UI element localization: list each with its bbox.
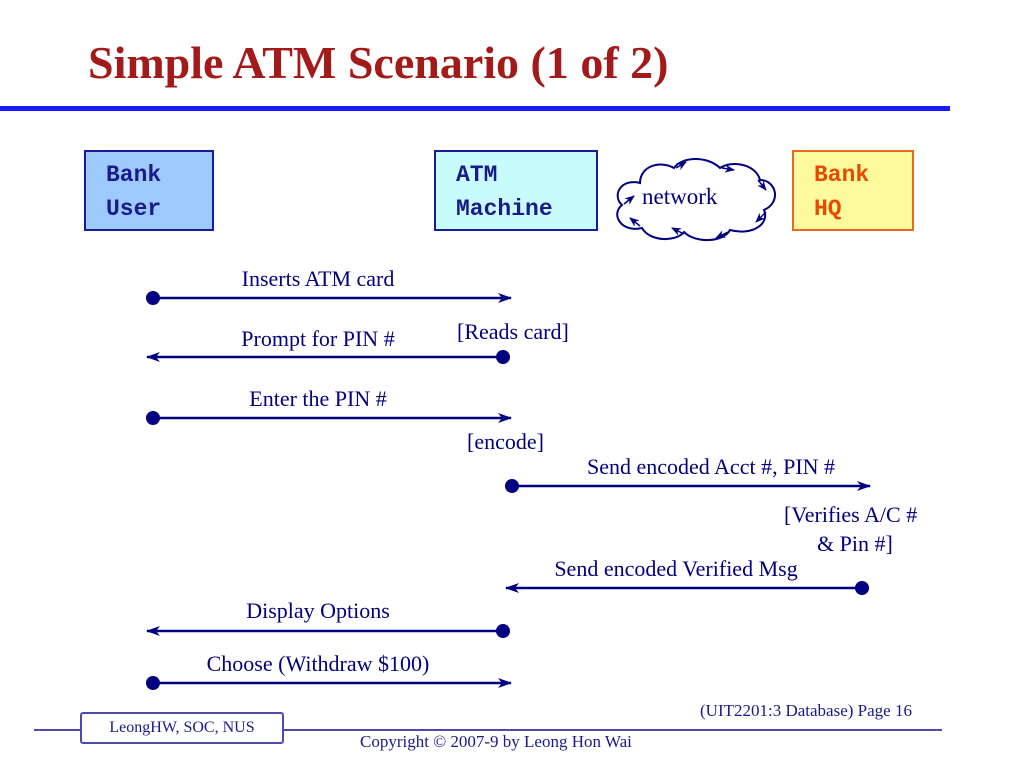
message-display-options: [146, 624, 510, 638]
network-cloud-icon: [616, 158, 776, 241]
message-label-choose-withdraw: Choose (Withdraw $100): [206, 651, 430, 676]
message-label-prompt-pin: Prompt for PIN #: [241, 326, 395, 351]
message-label-send-acct-pin: Send encoded Acct #, PIN #: [586, 454, 836, 479]
actor-bank-user: Bank User: [84, 150, 214, 231]
actor-atm-machine: ATM Machine: [434, 150, 598, 231]
note-verifies-line1: [Verifies A/C #: [784, 502, 918, 527]
message-choose-withdraw: [146, 676, 512, 690]
footer-author: LeongHW, SOC, NUS: [80, 712, 284, 744]
message-label-display-options: Display Options: [246, 598, 390, 623]
footer-copyright: Copyright © 2007-9 by Leong Hon Wai: [360, 732, 632, 751]
footer-divider-right: [282, 729, 942, 731]
note-verifies-line2: & Pin #]: [817, 531, 893, 556]
message-send-acct-pin: [505, 479, 871, 493]
message-label-inserts-card: Inserts ATM card: [241, 266, 395, 291]
note-reads-card: [Reads card]: [457, 319, 569, 344]
message-prompt-pin: [146, 350, 510, 364]
title-divider: [0, 106, 950, 111]
message-inserts-card: [146, 291, 512, 305]
footer-page-number: (UIT2201:3 Database) Page 16: [700, 701, 912, 720]
footer-divider-left: [34, 729, 82, 731]
message-label-enter-pin: Enter the PIN #: [249, 386, 387, 411]
message-label-verified-msg: Send encoded Verified Msg: [554, 556, 798, 581]
message-enter-pin: [146, 411, 512, 425]
message-verified-msg: [505, 581, 869, 595]
page-title: Simple ATM Scenario (1 of 2): [88, 37, 669, 88]
note-encode: [encode]: [467, 429, 544, 454]
network-label: network: [642, 184, 718, 209]
actor-bank-hq: Bank HQ: [792, 150, 914, 231]
